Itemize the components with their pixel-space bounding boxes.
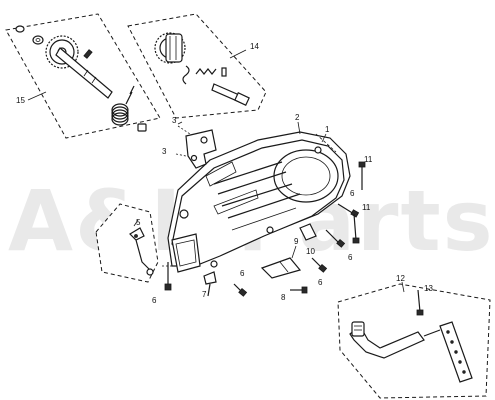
latch-arm xyxy=(129,227,154,276)
guide-pin xyxy=(211,83,250,106)
clamp-7 xyxy=(203,271,217,297)
callout-6b: 6 xyxy=(240,269,245,278)
washer xyxy=(32,35,44,45)
spring-bushing xyxy=(137,123,147,132)
callout-6e: 6 xyxy=(348,253,353,262)
crankcase-cover xyxy=(167,131,351,273)
bushing-10 xyxy=(299,223,317,241)
callout-12: 12 xyxy=(396,274,405,283)
leader-15 xyxy=(27,91,47,101)
leader-1 xyxy=(321,133,327,143)
kick-shaft xyxy=(55,47,113,99)
callout-6d: 6 xyxy=(350,189,355,198)
callout-3b: 3 xyxy=(162,147,167,156)
callout-1: 1 xyxy=(325,125,330,134)
retaining-clip xyxy=(182,65,190,85)
cover-plate-9 xyxy=(260,257,302,279)
compression-spring xyxy=(195,67,227,77)
bolt-11-lower xyxy=(352,213,360,244)
bushing xyxy=(15,25,25,33)
callout-7: 7 xyxy=(202,290,207,299)
bolt-6-right-lower xyxy=(325,229,346,248)
callout-3a: 3 xyxy=(172,116,177,125)
callout-11a: 11 xyxy=(364,155,373,164)
torsion-spring xyxy=(111,85,135,126)
callout-5: 5 xyxy=(136,218,141,227)
kick-pedal xyxy=(423,321,473,383)
mounting-bracket xyxy=(175,125,217,169)
kick-shaft-kit-box xyxy=(5,13,161,139)
intake-duct xyxy=(171,233,201,273)
driven-gear xyxy=(154,32,186,64)
callout-15: 15 xyxy=(16,96,25,105)
lever-bolt-13 xyxy=(416,289,424,316)
callout-6c: 6 xyxy=(318,278,323,287)
callout-9: 9 xyxy=(294,237,299,246)
bolt-11-upper xyxy=(358,161,366,190)
callout-14: 14 xyxy=(250,42,259,51)
kick-lever xyxy=(349,321,425,359)
bolt-6-right-upper xyxy=(337,203,360,218)
bolt-6-left xyxy=(162,262,174,291)
callout-13: 13 xyxy=(424,284,433,293)
callout-2: 2 xyxy=(295,113,300,122)
leader-14 xyxy=(229,49,247,59)
bolt-6-lower-right xyxy=(311,257,328,273)
leader-2 xyxy=(297,121,301,135)
callout-10: 10 xyxy=(306,247,315,256)
callout-8: 8 xyxy=(281,293,286,302)
bolt-8 xyxy=(290,286,308,294)
bolt-6-center xyxy=(233,283,248,297)
driven-gear-kit-box xyxy=(127,13,267,119)
callout-6a: 6 xyxy=(152,296,157,305)
callout-11b: 11 xyxy=(362,203,371,212)
